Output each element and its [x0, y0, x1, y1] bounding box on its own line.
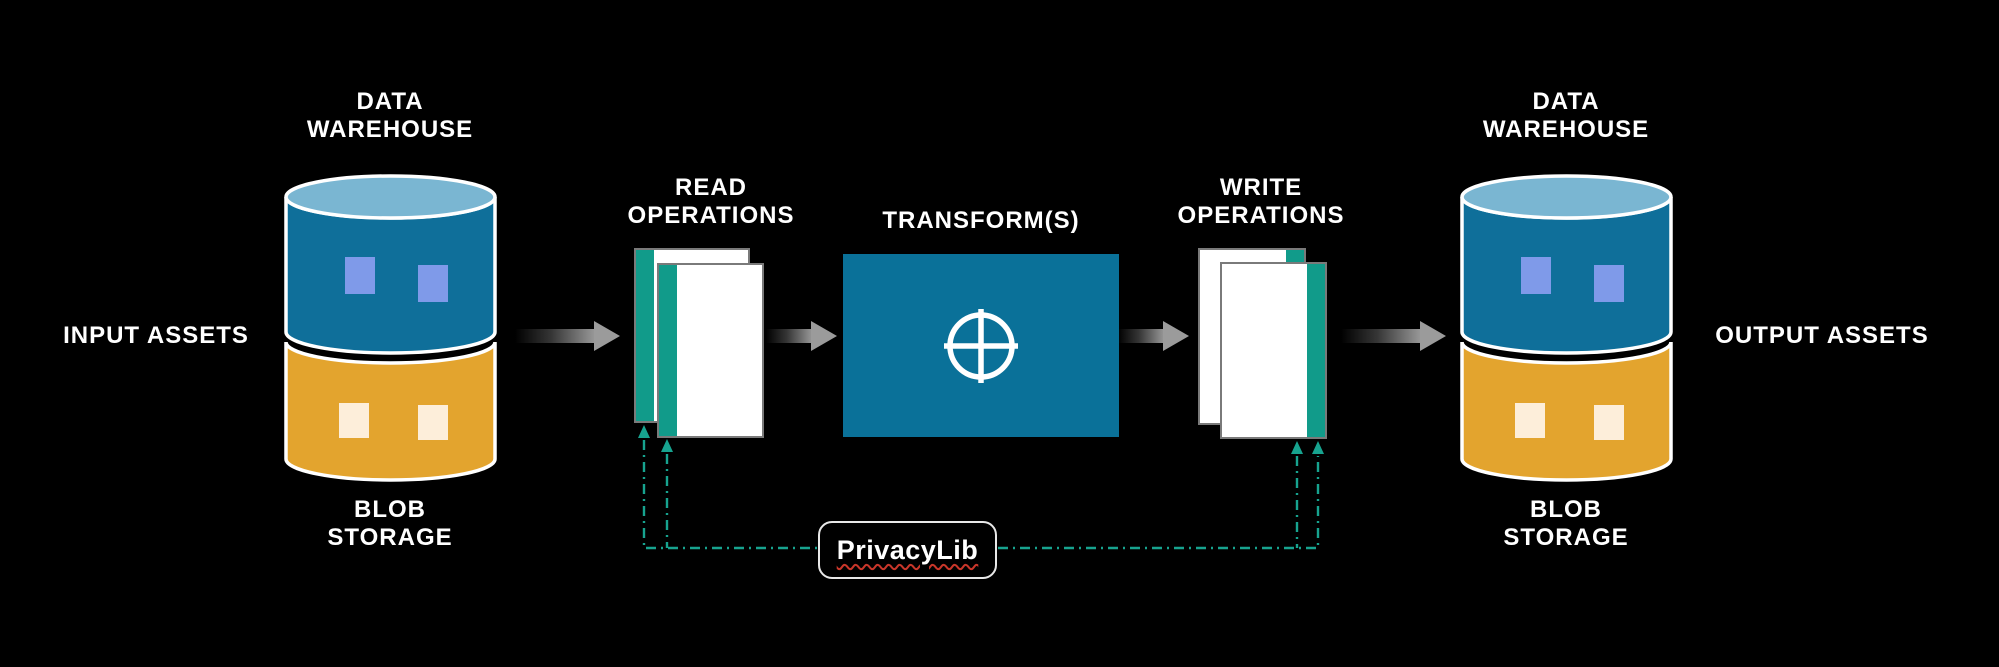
arrow-shaft — [1118, 329, 1165, 343]
connector-arrowhead-up — [1291, 441, 1303, 454]
read-document-front-icon — [657, 263, 764, 438]
arrow-head — [1420, 321, 1446, 351]
warehouse-asset-square — [418, 265, 448, 302]
input-assets-label: INPUT ASSETS — [63, 322, 249, 349]
write-document-front-icon — [1220, 262, 1327, 439]
warehouse-asset-square — [1594, 265, 1624, 302]
sink-blob-label: BLOB STORAGE — [1503, 496, 1629, 551]
blob-asset-square — [1515, 403, 1545, 438]
sink-database-cylinder-icon — [1460, 174, 1673, 482]
document-teal-strip — [1307, 264, 1325, 437]
warehouse-asset-square — [1521, 257, 1551, 294]
transform-label: TRANSFORM(S) — [882, 207, 1080, 234]
flow-arrow-transform-to-write — [1118, 321, 1189, 351]
write-operations-label: WRITE OPERATIONS — [1177, 174, 1345, 229]
source-database-cylinder-icon — [284, 174, 497, 482]
source-blob-label: BLOB STORAGE — [327, 496, 453, 551]
blob-asset-square — [418, 405, 448, 440]
arrow-shaft — [766, 329, 813, 343]
connector-arrowhead-up — [661, 439, 673, 452]
warehouse-asset-square — [345, 257, 375, 294]
output-assets-label: OUTPUT ASSETS — [1715, 322, 1929, 349]
flow-arrow-read-to-transform — [766, 321, 837, 351]
privacylib-badge: PrivacyLib — [818, 521, 997, 579]
transform-box — [843, 254, 1119, 437]
arrow-shaft — [515, 329, 596, 343]
flow-arrow-write-to-sink — [1341, 321, 1446, 351]
source-warehouse-label: DATA WAREHOUSE — [306, 88, 474, 143]
connector-arrowhead-up — [638, 425, 650, 438]
flow-arrow-source-to-read — [515, 321, 620, 351]
blob-asset-square — [1594, 405, 1624, 440]
privacylib-label: PrivacyLib — [836, 534, 979, 565]
arrow-head — [1163, 321, 1189, 351]
arrow-shaft — [1341, 329, 1422, 343]
circle-cross-icon — [944, 308, 1018, 383]
read-operations-label: READ OPERATIONS — [627, 174, 795, 229]
document-teal-strip — [659, 265, 677, 436]
arrow-head — [594, 321, 620, 351]
blob-asset-square — [339, 403, 369, 438]
sink-warehouse-label: DATA WAREHOUSE — [1482, 88, 1650, 143]
arrow-head — [811, 321, 837, 351]
connector-arrowhead-up — [1312, 441, 1324, 454]
document-teal-strip — [636, 250, 654, 421]
